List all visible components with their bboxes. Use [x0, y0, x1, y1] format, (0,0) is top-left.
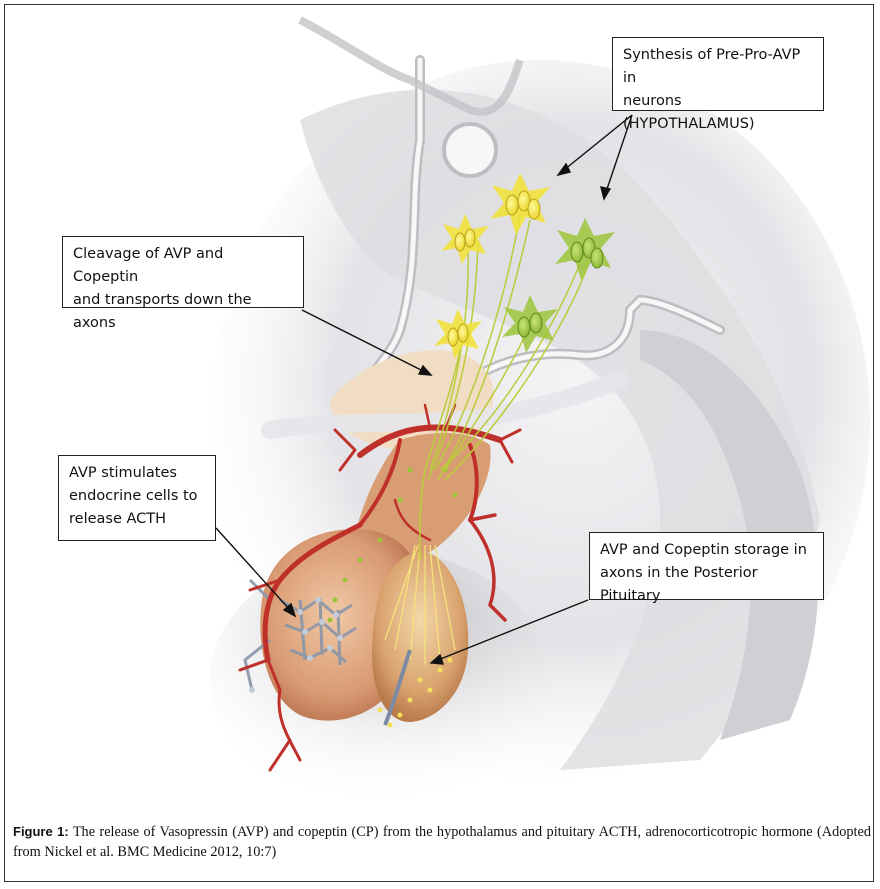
- callout-synthesis: Synthesis of Pre-Pro-AVP in neurons (HYP…: [612, 37, 824, 132]
- callout-synthesis-line-2: neurons (HYPOTHALAMUS): [623, 93, 755, 132]
- neuron-green-2: [502, 295, 558, 353]
- callout-storage-line-1: AVP and Copeptin storage in: [600, 542, 807, 558]
- callout-stimulates: AVP stimulates endocrine cells to releas…: [58, 455, 216, 541]
- portal-capillary-dots: [249, 597, 343, 693]
- pointer-arrows: [215, 114, 633, 665]
- neuron-yellow-3: [434, 309, 482, 359]
- neuron-yellow-2: [441, 214, 489, 264]
- callout-cleavage: Cleavage of AVP and Copeptin and transpo…: [62, 236, 304, 331]
- blood-vessels: [238, 403, 522, 772]
- axon-tract: [418, 214, 591, 561]
- venous-drainage: [383, 649, 412, 726]
- brainstem-shading: [640, 330, 819, 740]
- callout-stimulates-line-3: release ACTH: [69, 511, 167, 527]
- callout-stimulates-line-1: AVP stimulates: [69, 465, 177, 481]
- ventricle-recess: [442, 122, 498, 178]
- callout-storage-line-2: axons in the Posterior Pituitary: [600, 565, 758, 604]
- caption-text: The release of Vasopressin (AVP) and cop…: [13, 824, 871, 860]
- release-granules: [377, 657, 453, 728]
- callout-cleavage-line-2: and transports down the axons: [73, 292, 252, 331]
- callout-synthesis-line-1: Synthesis of Pre-Pro-AVP in: [623, 47, 801, 86]
- neuron-green-1: [555, 218, 615, 280]
- neuron-yellow-1: [490, 173, 550, 235]
- figure-caption: Figure 1: The release of Vasopressin (AV…: [13, 822, 871, 862]
- upper-ventricle: [298, 16, 524, 116]
- caption-label: Figure 1:: [13, 824, 69, 839]
- callout-stimulates-line-2: endocrine cells to: [69, 488, 198, 504]
- callout-cleavage-line-1: Cleavage of AVP and Copeptin: [73, 246, 224, 285]
- pituitary-stalk: [350, 433, 491, 565]
- posterior-axon-bundle: [384, 544, 456, 665]
- callout-storage: AVP and Copeptin storage in axons in the…: [589, 532, 824, 604]
